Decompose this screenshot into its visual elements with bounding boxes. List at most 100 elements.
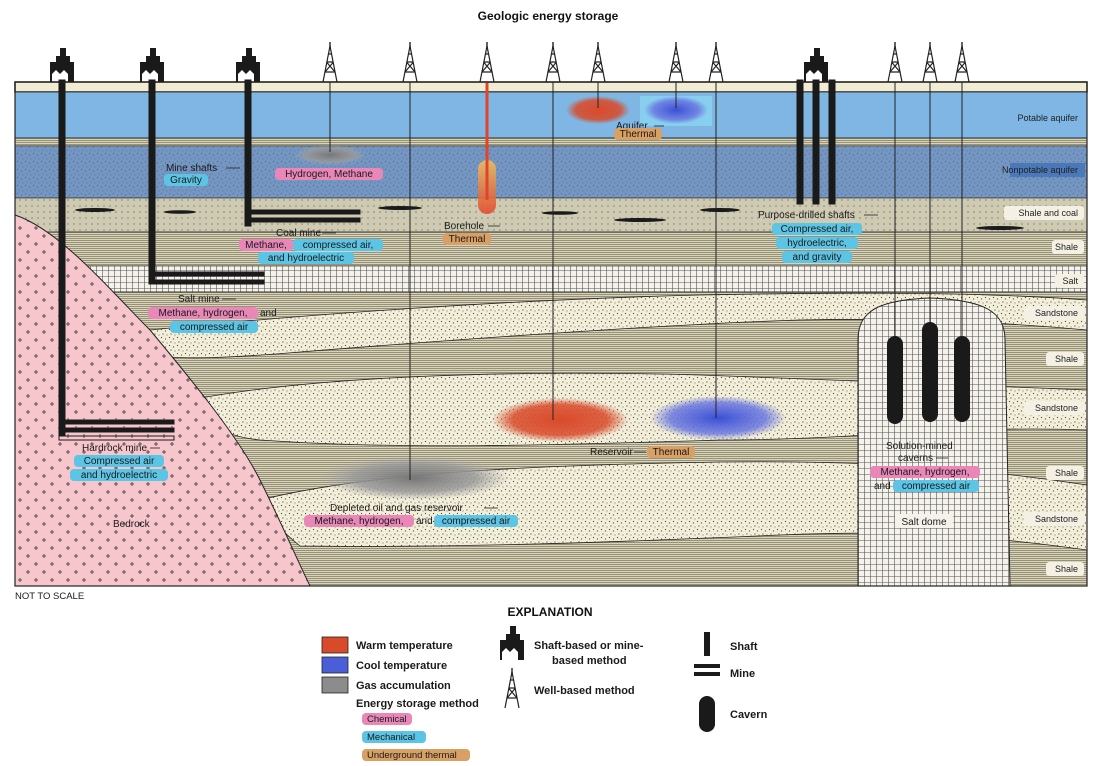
well-icons (322, 41, 970, 83)
depleted-reservoir-gas (320, 456, 510, 500)
diagram-title: Geologic energy storage (478, 9, 619, 23)
coal-mine-mechanical-2: and hydroelectric (268, 253, 344, 264)
coal-mine-chemical: Methane, (245, 240, 287, 251)
legend-thermal-swatch (362, 749, 470, 761)
depleted-reservoir-mechanical: compressed air (442, 516, 511, 527)
reservoir-cool-accumulation (650, 396, 786, 440)
shaft-icon (50, 48, 74, 82)
layer-label-shale-coal: Shale and coal (1018, 208, 1078, 218)
aquifer-label: Aquifer (616, 121, 648, 132)
well-lines (329, 82, 963, 480)
reservoir-warm-accumulation (492, 398, 628, 442)
depleted-reservoir-chemical: Methane, hydrogen, (315, 516, 404, 527)
legend-chemical-swatch (362, 713, 412, 725)
legend-cavern-symbol (699, 696, 715, 732)
solution-mined-and: and (874, 481, 891, 492)
legend-cool-swatch (321, 656, 349, 674)
reservoir-annotation: Reservoir Thermal (590, 446, 695, 458)
layer-label-shale-2: Shale (1055, 354, 1078, 364)
legend-gas-swatch (321, 676, 349, 694)
legend-gas-label: Gas accumulation (356, 680, 451, 692)
depleted-reservoir-label: Depleted oil and gas reservoir (330, 503, 464, 514)
salt-layer (14, 265, 1088, 293)
bedrock-label: Bedrock (113, 519, 151, 530)
explanation-legend: EXPLANATION Warm temperature Cool temper… (321, 605, 768, 761)
legend-well-based-label: Well-based method (534, 685, 635, 697)
ground-surface (14, 81, 1088, 93)
solution-mined-mechanical: compressed air (902, 481, 971, 492)
well-icon (322, 41, 338, 83)
aquifer-cool-accumulation (644, 96, 708, 124)
legend-cavern-label: Cavern (730, 709, 768, 721)
salt-mine-and: and (260, 308, 277, 319)
shaft-icons (50, 48, 828, 82)
potable-aquifer-layer (14, 91, 1088, 139)
well-icon (668, 41, 684, 83)
legend-shaft-based-icon (500, 626, 524, 660)
legend-shaft-based-label-1: Shaft-based or mine- (534, 640, 644, 652)
legend-method-title: Energy storage method (356, 698, 479, 710)
layer-label-shale-3: Shale (1055, 468, 1078, 478)
legend-mine-label: Mine (730, 668, 755, 680)
mine-shafts-annotation: Mine shafts Gravity (164, 163, 240, 186)
shaft-icon (804, 48, 828, 82)
hardrock-mine-annotation: Hardrock mine Compressed air and hydroel… (70, 443, 168, 481)
hardrock-mine-mechanical-2: and hydroelectric (81, 470, 157, 481)
aquitard-band (14, 137, 1088, 147)
purpose-drilled-annotation: Purpose-drilled shafts Compressed air, h… (758, 210, 878, 263)
coal-mine-annotation: Coal mine Methane, compressed air, and h… (239, 228, 383, 264)
legend-mine-symbol-bottom (694, 672, 720, 676)
bedrock (14, 214, 311, 587)
legend-chemical-label: Chemical (367, 714, 407, 725)
legend-shaft-label: Shaft (730, 641, 758, 653)
salt-mine-chemical: Methane, hydrogen, (159, 308, 248, 319)
salt-mine-label: Salt mine (178, 294, 220, 305)
well-icon (545, 41, 561, 83)
legend-shaft-based-label-2: based method (552, 655, 627, 667)
hardrock-mine-mechanical-1: Compressed air (84, 456, 155, 467)
reservoir-label: Reservoir (590, 447, 633, 458)
explanation-title: EXPLANATION (507, 605, 592, 619)
mine-shafts-label: Mine shafts (166, 163, 217, 174)
solution-mined-label-2: caverns (898, 453, 933, 464)
legend-well-based-icon (504, 667, 520, 709)
legend-shaft-symbol (704, 632, 710, 656)
purpose-drilled-mechanical-3: and gravity (793, 252, 842, 263)
reservoir-method-thermal: Thermal (653, 447, 690, 458)
depleted-reservoir-and: and (416, 516, 433, 527)
nonpotable-texture (15, 146, 1087, 198)
salt-dome-label: Salt dome (901, 517, 946, 528)
cross-section-frame (14, 81, 1088, 587)
purpose-drilled-mechanical-1: Compressed air, (781, 224, 854, 235)
aquifer-warm-accumulation (566, 96, 630, 124)
well-icon (922, 41, 938, 83)
coal-seams (75, 206, 1024, 230)
legend-warm-label: Warm temperature (356, 640, 453, 652)
nonpotable-gas-annotation: Hydrogen, Methane (275, 168, 383, 180)
legend-mechanical-swatch (362, 731, 426, 743)
layer-label-nonpotable: Nonpotable aquifer (1002, 165, 1078, 175)
salt-caverns (887, 322, 970, 424)
nonpotable-gas-accumulation (294, 145, 366, 165)
layer-label-sandstone-1: Sandstone (1035, 308, 1078, 318)
aquifer-method-thermal: Thermal (620, 129, 657, 140)
layer-label-potable: Potable aquifer (1017, 113, 1078, 123)
legend-warm-swatch (321, 636, 349, 654)
legend-thermal-label: Underground thermal (367, 750, 457, 761)
legend-mechanical-label: Mechanical (367, 732, 415, 743)
shale-layer-1 (14, 231, 1088, 267)
purpose-drilled-mechanical-2: hydroelectric, (787, 238, 846, 249)
not-to-scale-note: NOT TO SCALE (15, 591, 84, 602)
well-icon (708, 41, 724, 83)
borehole-annotation: Borehole Thermal (443, 221, 500, 245)
layer-label-shale-1: Shale (1055, 242, 1078, 252)
well-icon (887, 41, 903, 83)
salt-mine-annotation: Salt mine Methane, hydrogen, and compres… (148, 294, 277, 333)
hardrock-mine-label: Hardrock mine (82, 443, 147, 454)
solution-mined-annotation: Solution-mined caverns Methane, hydrogen… (870, 441, 980, 492)
shale-and-coal-layer (14, 197, 1088, 233)
layer-labels: Potable aquifer Nonpotable aquifer Shale… (1000, 111, 1085, 576)
purpose-drilled-label: Purpose-drilled shafts (758, 210, 855, 221)
borehole-label: Borehole (444, 221, 484, 232)
depleted-reservoir-annotation: Depleted oil and gas reservoir Methane, … (304, 503, 518, 527)
